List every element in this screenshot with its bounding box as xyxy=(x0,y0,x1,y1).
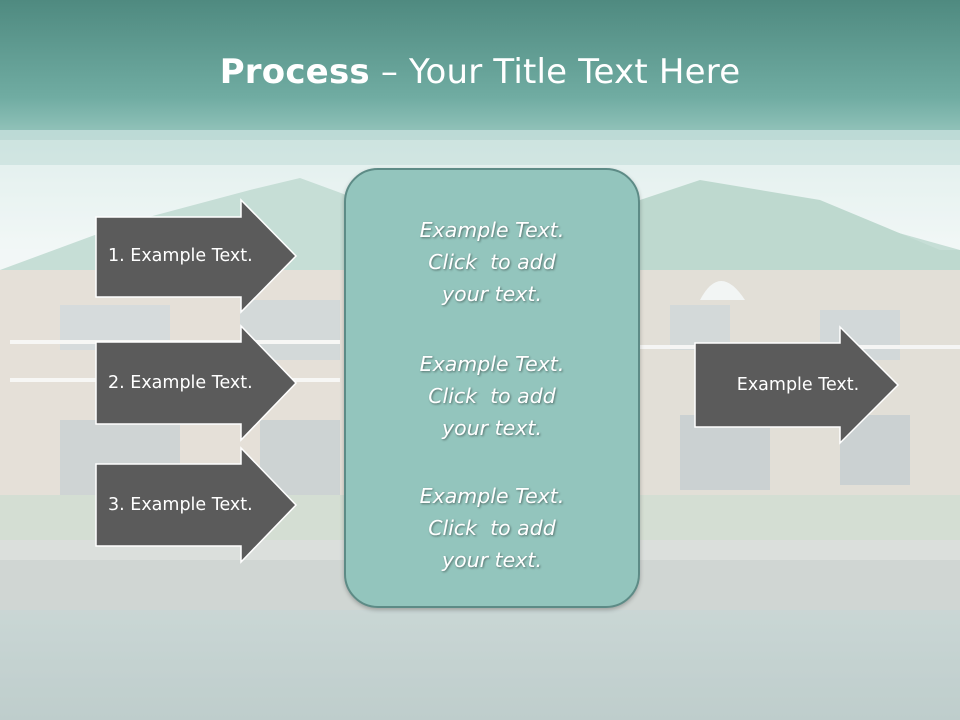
right-arrow[interactable]: Example Text. xyxy=(694,325,900,445)
right-arrow-label: Example Text. xyxy=(736,375,860,395)
center-text-2-line2: Click to add xyxy=(428,384,556,408)
center-text-1-line1: Example Text. xyxy=(419,218,565,242)
slide-title: Process – Your Title Text Here xyxy=(0,52,960,92)
arrow-shape xyxy=(95,324,298,442)
left-arrow-3-label: 3. Example Text. xyxy=(108,495,253,515)
center-text-3-line1: Example Text. xyxy=(419,484,565,508)
center-text-3[interactable]: Example Text. Click to add your text. xyxy=(346,480,638,576)
arrow-shape xyxy=(95,198,298,314)
left-arrow-2-label: 2. Example Text. xyxy=(108,373,253,393)
center-text-1-line3: your text. xyxy=(442,282,542,306)
center-text-2-line1: Example Text. xyxy=(419,352,565,376)
center-text-1-line2: Click to add xyxy=(428,250,556,274)
left-arrow-2[interactable]: 2. Example Text. xyxy=(95,324,298,442)
center-content-box[interactable]: Example Text. Click to add your text. Ex… xyxy=(344,168,640,608)
center-text-2[interactable]: Example Text. Click to add your text. xyxy=(346,348,638,444)
arrow-shape xyxy=(694,325,900,445)
arrow-shape xyxy=(95,446,298,564)
title-bold: Process xyxy=(219,52,370,92)
center-text-3-line3: your text. xyxy=(442,548,542,572)
center-text-1[interactable]: Example Text. Click to add your text. xyxy=(346,214,638,310)
left-arrow-3[interactable]: 3. Example Text. xyxy=(95,446,298,564)
center-text-3-line2: Click to add xyxy=(428,516,556,540)
center-text-2-line3: your text. xyxy=(442,416,542,440)
title-rest: – Your Title Text Here xyxy=(369,52,741,92)
left-arrow-1-label: 1. Example Text. xyxy=(108,246,253,266)
left-arrow-1[interactable]: 1. Example Text. xyxy=(95,198,298,314)
